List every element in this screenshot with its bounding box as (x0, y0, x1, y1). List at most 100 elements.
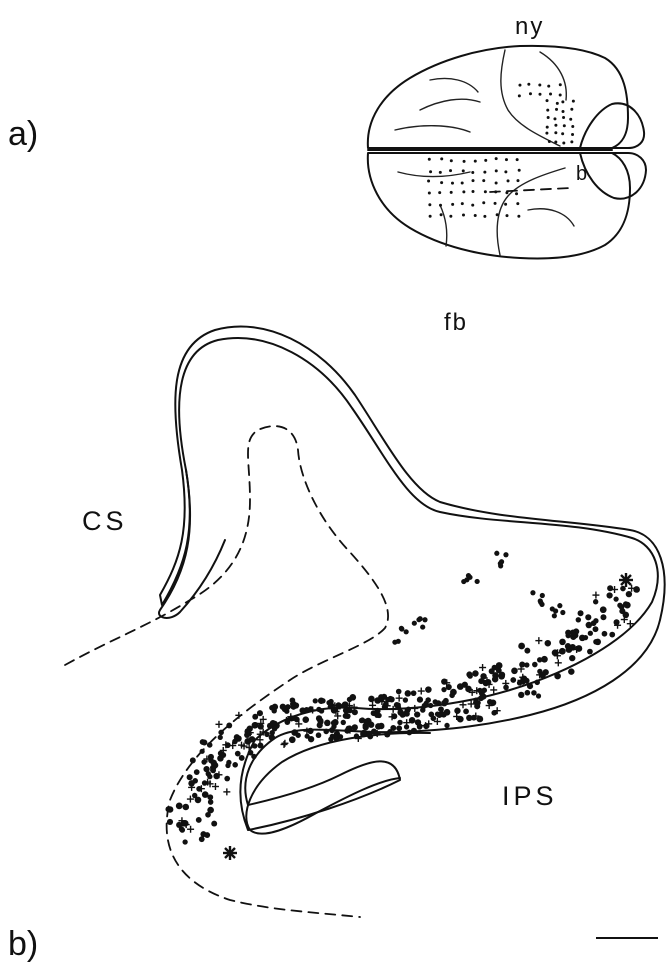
cell-dot (196, 817, 202, 823)
cell-dot (374, 712, 380, 718)
cell-dot (404, 629, 409, 634)
stipple-dot (562, 116, 565, 119)
stipple-dot (547, 116, 550, 119)
cell-dot (593, 626, 599, 632)
cell-dot (338, 734, 343, 739)
stipple-dot (562, 110, 565, 113)
stipple-dot (571, 133, 574, 136)
cell-dot (475, 579, 480, 584)
cell-dot (593, 599, 598, 604)
cell-dot (390, 725, 396, 731)
stipple-dot (440, 213, 443, 216)
cell-dot (494, 551, 499, 556)
cell-dot (557, 603, 562, 608)
cell-dot (560, 610, 565, 615)
stipple-dot (471, 190, 474, 193)
cell-dot (587, 649, 593, 655)
cell-dot (194, 769, 200, 775)
stipple-dot (505, 158, 508, 161)
section-line (490, 188, 570, 192)
stipple-dot (547, 85, 550, 88)
cross-marker (187, 826, 194, 833)
stipple-dot (461, 202, 464, 205)
cell-dot (537, 657, 542, 662)
cell-dot (559, 648, 566, 655)
stipple-dot (484, 159, 487, 162)
stipple-dot (438, 191, 441, 194)
cell-dot (232, 762, 238, 768)
cross-marker (555, 659, 562, 666)
cell-dot (397, 720, 402, 725)
panel-b-label: b) (8, 925, 38, 963)
cell-dot (530, 590, 535, 595)
upper-sulcus-2 (540, 52, 566, 100)
cell-dot (405, 690, 411, 696)
cell-dot (210, 760, 217, 767)
stipple-dot (449, 215, 452, 218)
stipple-dot (439, 171, 442, 174)
cell-dot (411, 728, 417, 734)
cell-dot (633, 586, 640, 593)
cell-dot (224, 776, 230, 782)
cell-dot (433, 699, 438, 704)
cell-dot (444, 723, 449, 728)
cell-dot (554, 673, 561, 680)
cross-marker (334, 712, 341, 719)
stipple-dot (518, 169, 521, 172)
cell-dot (431, 715, 437, 721)
stipple-dot (463, 160, 466, 163)
stipple-dot (507, 179, 510, 182)
cell-dot (204, 832, 210, 838)
stipple-dot (553, 117, 556, 120)
stipple-dot (570, 108, 573, 111)
stipple-dot (546, 126, 549, 129)
stipple-dot (554, 124, 557, 127)
stipple-dot (462, 213, 465, 216)
cell-dot (211, 768, 216, 773)
lower-hemisphere-outline (368, 153, 630, 258)
stipple-dot (440, 181, 443, 184)
stipple-dot (529, 92, 532, 95)
cell-dot (302, 716, 309, 723)
cell-dot (578, 610, 584, 616)
cell-dot (472, 670, 478, 676)
upper-sulcus-3 (420, 99, 480, 110)
cross-marker (418, 688, 425, 695)
cell-dot (252, 743, 257, 748)
cell-dot (524, 662, 529, 667)
stipple-dot (429, 170, 432, 173)
cell-dot (320, 698, 325, 703)
panel-a-label: a) (8, 115, 38, 153)
stipple-dot (428, 203, 431, 206)
cell-dot (323, 729, 329, 735)
cell-dot (270, 720, 276, 726)
cell-dot (235, 751, 241, 757)
lower-sulcus-2 (440, 205, 447, 246)
cell-dot (289, 736, 296, 743)
cell-dot (308, 736, 314, 742)
cell-dot (613, 597, 618, 602)
cell-dot (290, 704, 296, 710)
stipple-dot (474, 214, 477, 217)
cell-dot (176, 802, 183, 809)
cell-dot (585, 614, 591, 620)
cell-dot (167, 819, 173, 825)
cell-dot (607, 585, 613, 591)
cell-dot (518, 643, 525, 650)
cell-dot (368, 696, 375, 703)
stipple-dot (516, 158, 519, 161)
stipple-dot (461, 181, 464, 184)
cell-dot (602, 631, 608, 637)
stipple-dot (427, 179, 430, 182)
cell-dot (617, 603, 622, 608)
cell-dot (466, 715, 472, 721)
stipple-dot (450, 159, 453, 162)
cell-dot (454, 708, 460, 714)
stipple-dot (504, 170, 507, 173)
stipple-dot (471, 171, 474, 174)
cell-dot (559, 639, 566, 646)
cell-dot (316, 732, 322, 738)
stipple-dot (495, 169, 498, 172)
stipple-dot (482, 201, 485, 204)
stipple-dot (518, 84, 521, 87)
